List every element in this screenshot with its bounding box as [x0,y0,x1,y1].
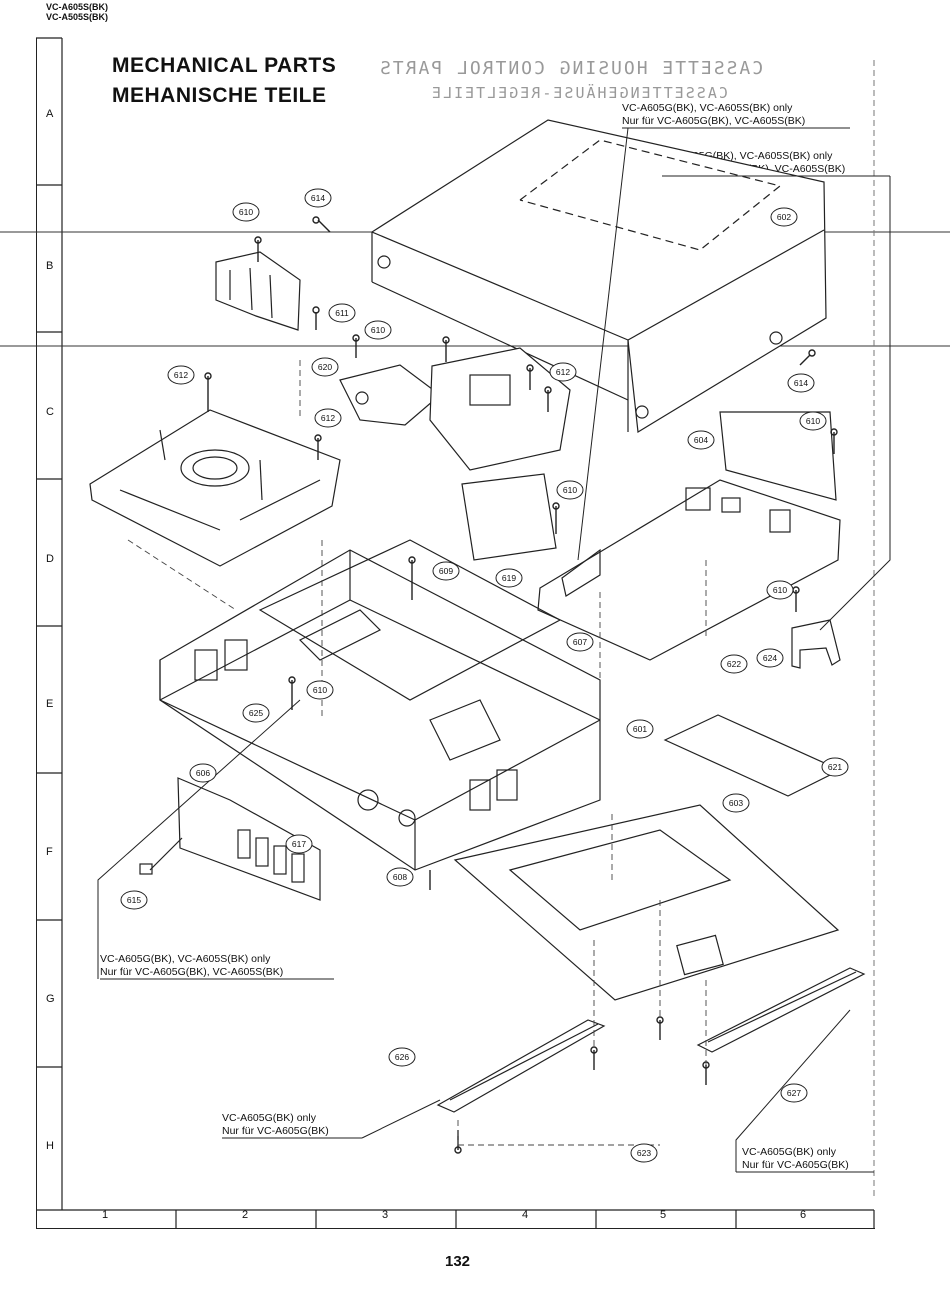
title-en: MECHANICAL PARTS [112,54,337,77]
title-de: MEHANISCHE TEILE [112,84,327,107]
svg-text:624: 624 [763,653,777,663]
col-label-3: 3 [382,1209,389,1221]
svg-text:610: 610 [773,585,787,595]
col-label-6: 6 [800,1209,807,1221]
svg-text:614: 614 [794,378,808,388]
svg-text:612: 612 [174,370,188,380]
svg-text:617: 617 [292,839,306,849]
row-label-g: G [46,993,55,1005]
col-label-4: 4 [522,1209,529,1221]
svg-text:606: 606 [196,768,210,778]
row-label-c: C [46,406,54,418]
row-label-d: D [46,553,54,565]
svg-text:612: 612 [321,413,335,423]
row-label-e: E [46,698,54,710]
svg-text:620: 620 [318,362,332,372]
callout-614: 614 [304,188,332,208]
row-label-b: B [46,260,54,272]
callout-610: 610 [306,680,334,700]
callout-612: 612 [314,408,342,428]
svg-text:626: 626 [395,1052,409,1062]
callout-623: 623 [630,1143,658,1163]
svg-text:619: 619 [502,573,516,583]
svg-text:604: 604 [694,435,708,445]
svg-text:603: 603 [729,798,743,808]
row-label-h: H [46,1140,54,1152]
svg-text:615: 615 [127,895,141,905]
callout-610: 610 [556,480,584,500]
callout-617: 617 [285,834,313,854]
svg-text:612: 612 [556,367,570,377]
callout-621: 621 [821,757,849,777]
callout-609: 609 [432,561,460,581]
callout-604: 604 [687,430,715,450]
callout-627: 627 [780,1083,808,1103]
callout-620: 620 [311,357,339,377]
callout-612: 612 [167,365,195,385]
svg-text:601: 601 [633,724,647,734]
callout-601: 601 [626,719,654,739]
callout-607: 607 [566,632,594,652]
svg-text:622: 622 [727,659,741,669]
col-label-2: 2 [242,1209,249,1221]
callout-611: 611 [328,303,356,323]
svg-text:625: 625 [249,708,263,718]
callout-625: 625 [242,703,270,723]
model-header-2: VC-A505S(BK) [46,12,109,22]
row-label-f: F [46,846,53,858]
callout-612: 612 [549,362,577,382]
svg-text:609: 609 [439,566,453,576]
svg-text:614: 614 [311,193,325,203]
callout-622: 622 [720,654,748,674]
svg-text:607: 607 [573,637,587,647]
svg-text:602: 602 [777,212,791,222]
callout-614: 614 [787,373,815,393]
callout-603: 603 [722,793,750,813]
callout-619: 619 [495,568,523,588]
model-header-1: VC-A605S(BK) [46,2,109,12]
callout-610: 610 [364,320,392,340]
callout-608: 608 [386,867,414,887]
callout-626: 626 [388,1047,416,1067]
callout-610: 610 [799,411,827,431]
callout-602: 602 [770,207,798,227]
col-label-1: 1 [102,1209,109,1221]
svg-text:611: 611 [335,308,349,318]
callout-610: 610 [766,580,794,600]
callout-606: 606 [189,763,217,783]
svg-text:610: 610 [239,207,253,217]
drawing-frame [36,38,875,1229]
row-label-a: A [46,108,54,120]
callout-624: 624 [756,648,784,668]
callout-610: 610 [232,202,260,222]
svg-text:608: 608 [393,872,407,882]
col-label-5: 5 [660,1209,667,1221]
callout-615: 615 [120,890,148,910]
svg-text:610: 610 [313,685,327,695]
svg-text:610: 610 [806,416,820,426]
svg-text:627: 627 [787,1088,801,1098]
svg-text:610: 610 [371,325,385,335]
page-number: 132 [445,1253,471,1270]
svg-text:610: 610 [563,485,577,495]
svg-text:621: 621 [828,762,842,772]
svg-text:623: 623 [637,1148,651,1158]
